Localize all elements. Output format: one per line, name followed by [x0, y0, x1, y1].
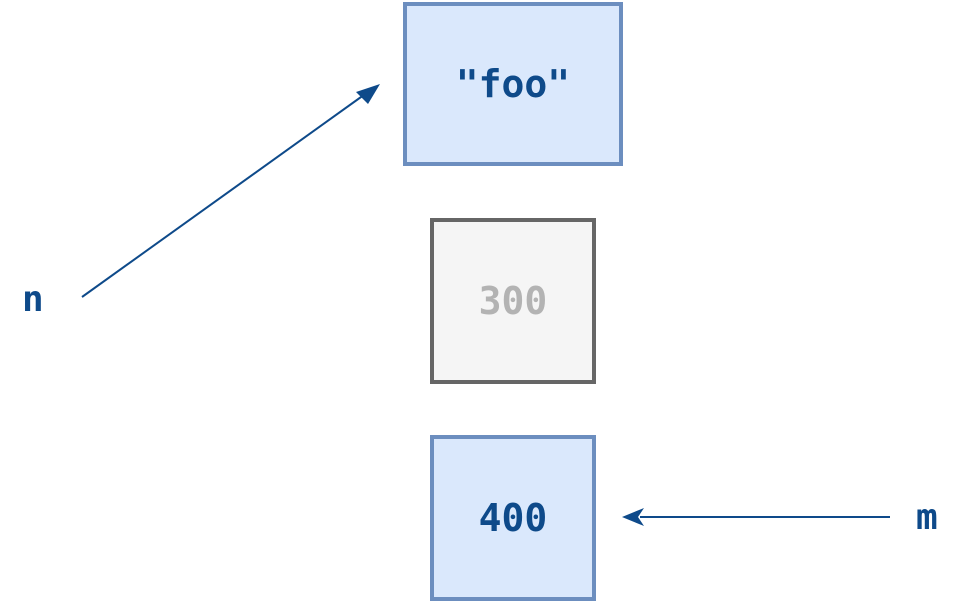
value-box-400: 400	[430, 435, 596, 601]
value-box-foo-text: "foo"	[455, 62, 571, 106]
value-box-300: 300	[430, 218, 596, 384]
arrow-n-to-foo	[81, 91, 369, 298]
value-box-400-text: 400	[478, 496, 548, 540]
value-box-foo: "foo"	[403, 2, 623, 166]
arrowhead-m-to-400	[622, 508, 644, 526]
value-box-300-text: 300	[478, 279, 548, 323]
arrowhead-n-to-foo	[356, 84, 380, 104]
variable-label-m: m	[916, 497, 938, 538]
variable-label-n: n	[22, 279, 44, 320]
